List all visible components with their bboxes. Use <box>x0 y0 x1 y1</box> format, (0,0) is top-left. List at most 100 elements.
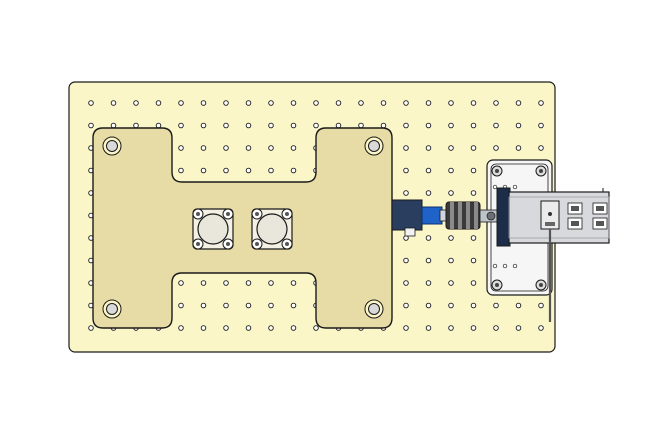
breadboard-hole <box>493 302 499 309</box>
breadboard-hole <box>200 325 207 331</box>
breadboard-hole <box>425 145 432 151</box>
breadboard-hole <box>245 122 252 129</box>
breadboard-hole <box>245 280 252 286</box>
breadboard-hole <box>200 167 207 174</box>
breadboard-hole <box>223 100 229 106</box>
breadboard-hole <box>470 190 477 196</box>
breadboard-hole <box>335 122 342 129</box>
h-shaped-fixture-plate <box>92 127 393 329</box>
breadboard-hole <box>110 100 117 106</box>
breadboard-hole <box>425 302 432 309</box>
breadboard-hole <box>133 122 139 129</box>
breadboard-hole <box>88 100 94 106</box>
breadboard-hole <box>448 302 454 309</box>
coupling-blue-sleeve <box>421 206 443 225</box>
breadboard-hole <box>200 280 207 286</box>
breadboard-hole <box>403 302 409 309</box>
breadboard-hole <box>403 145 409 151</box>
breadboard-hole <box>425 167 432 174</box>
breadboard-hole <box>178 280 184 286</box>
breadboard-hole <box>470 302 477 309</box>
motor-terminal-pads <box>567 202 608 230</box>
breadboard-hole <box>425 190 432 196</box>
breadboard-hole <box>448 190 454 196</box>
breadboard-hole <box>268 280 274 286</box>
breadboard-hole <box>178 302 184 309</box>
breadboard-hole <box>448 257 454 264</box>
breadboard-hole <box>223 280 229 286</box>
screw-top-left <box>102 136 122 156</box>
breadboard-hole <box>178 100 184 106</box>
breadboard-hole <box>223 167 229 174</box>
breadboard-hole <box>403 190 409 196</box>
breadboard-hole <box>448 100 454 106</box>
breadboard-hole <box>88 122 94 129</box>
breadboard-hole <box>290 100 297 106</box>
breadboard-hole <box>178 145 184 151</box>
breadboard-hole <box>290 280 297 286</box>
breadboard-hole <box>178 167 184 174</box>
breadboard-hole <box>268 100 274 106</box>
breadboard-hole <box>313 122 319 129</box>
breadboard-hole <box>403 325 409 331</box>
shaft-coupling-assembly <box>391 199 503 237</box>
breadboard-hole <box>313 325 319 331</box>
breadboard-hole <box>425 280 432 286</box>
breadboard-hole <box>290 167 297 174</box>
breadboard-hole <box>200 100 207 106</box>
breadboard-hole <box>245 325 252 331</box>
breadboard-hole <box>470 122 477 129</box>
breadboard-hole <box>470 325 477 331</box>
breadboard-hole <box>470 235 477 241</box>
flexible-coupling <box>445 201 481 230</box>
breadboard-hole <box>425 235 432 241</box>
breadboard-hole <box>268 145 274 151</box>
breadboard-hole <box>290 122 297 129</box>
breadboard-hole <box>403 122 409 129</box>
breadboard-hole <box>425 257 432 264</box>
breadboard-hole <box>290 145 297 151</box>
breadboard-hole <box>470 280 477 286</box>
breadboard-hole <box>358 100 364 106</box>
breadboard-hole <box>515 100 522 106</box>
breadboard-hole <box>538 145 544 151</box>
breadboard-hole <box>88 325 94 331</box>
breadboard-hole <box>358 122 364 129</box>
breadboard-hole <box>448 280 454 286</box>
breadboard-hole <box>223 145 229 151</box>
breadboard-hole <box>493 100 499 106</box>
stepper-motor <box>496 187 610 322</box>
breadboard-hole <box>448 122 454 129</box>
breadboard-hole <box>448 145 454 151</box>
breadboard-hole <box>200 122 207 129</box>
holder-right-clamp-screws <box>251 208 293 250</box>
bracket-screws <box>491 165 547 291</box>
sample-holder-right <box>251 208 293 250</box>
breadboard-hole <box>335 100 342 106</box>
breadboard-hole <box>245 100 252 106</box>
breadboard-hole <box>493 122 499 129</box>
breadboard-hole <box>245 302 252 309</box>
breadboard-hole <box>470 145 477 151</box>
coupling-clamp-block <box>391 199 423 231</box>
breadboard-hole <box>155 122 162 129</box>
breadboard-hole <box>515 122 522 129</box>
breadboard-hole <box>425 122 432 129</box>
screw-bottom-left <box>102 299 122 319</box>
holder-left-clamp-screws <box>192 208 234 250</box>
breadboard-hole <box>223 302 229 309</box>
breadboard-hole <box>268 122 274 129</box>
breadboard-hole <box>425 325 432 331</box>
breadboard-hole <box>403 280 409 286</box>
screw-top-right <box>364 136 384 156</box>
breadboard-hole <box>538 302 544 309</box>
breadboard-hole <box>470 100 477 106</box>
breadboard-hole <box>133 100 139 106</box>
breadboard-hole <box>425 100 432 106</box>
breadboard-hole <box>200 145 207 151</box>
breadboard-hole <box>110 122 117 129</box>
breadboard-hole <box>448 167 454 174</box>
breadboard-hole <box>403 257 409 264</box>
